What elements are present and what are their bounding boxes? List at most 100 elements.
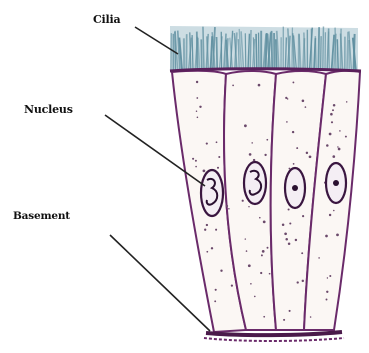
granule [217,167,219,169]
granule [306,152,308,154]
cilium [285,37,286,70]
granule [228,208,230,210]
granule [288,208,290,210]
granule [339,130,341,132]
cilium [323,27,324,70]
granule [263,316,265,318]
granule [195,166,197,168]
granule [329,275,331,277]
granule [251,142,253,144]
granule [245,238,246,239]
granule [264,154,266,156]
cilium [217,37,218,70]
granule [248,264,251,267]
granule [244,124,247,127]
granule [333,210,335,212]
cilium [250,30,251,70]
nucleus [201,170,223,216]
cilium [192,35,193,70]
granule [215,289,217,291]
cilium [318,27,319,70]
granule [302,100,305,103]
granule [254,296,256,298]
granule [336,234,339,237]
nucleus [244,162,266,204]
granule [326,144,329,147]
granule [289,222,291,224]
granule [301,252,303,254]
granule [211,247,213,249]
granule [284,232,287,235]
granule [292,81,294,83]
granule [231,285,233,287]
granule [326,299,328,301]
granule [332,109,334,111]
cilium [203,27,204,70]
cilium [272,31,273,70]
granule [248,206,249,207]
granule [283,319,285,321]
cilium [266,33,267,70]
granule [337,146,338,147]
granule [331,121,333,123]
granule [293,163,295,165]
granule [259,217,261,219]
cilia-label: Cilia [93,13,120,26]
cilium [201,39,202,70]
cilia-layer [170,26,358,70]
granule [285,238,288,241]
cilium [347,32,348,70]
granule [214,300,216,302]
nucleus-label: Nucleus [24,103,73,116]
granule [292,131,294,133]
granule [246,250,248,252]
granule [250,283,252,285]
granule [192,158,194,160]
granule [285,97,287,99]
cilium [197,32,198,70]
granule [288,243,291,246]
granule [338,148,341,151]
granule [263,221,266,224]
granule [267,247,269,249]
granule [206,251,208,253]
granule [289,310,291,312]
granule [282,224,285,227]
cilium [335,28,336,70]
basement-label: Basement [13,210,70,222]
granule [199,106,201,108]
granule [329,133,332,136]
cilium [315,36,316,70]
granule [218,156,220,158]
granule [262,250,265,253]
apical-border [170,69,361,71]
granule [332,155,335,158]
granule [295,239,297,241]
nucleus [285,168,305,208]
granule [346,101,348,103]
cilium [256,34,257,70]
granule [302,280,304,282]
granule [196,111,197,112]
cilium [276,39,277,70]
granule [258,84,261,87]
granule [325,235,328,238]
granule [286,121,288,123]
basement-membrane [204,332,344,341]
granule [216,141,218,143]
granule [232,85,234,87]
granule [220,270,222,272]
granule [302,215,304,217]
granule [326,291,328,293]
granule [330,113,333,116]
granule [296,147,298,149]
granule [318,257,320,259]
granule [327,277,328,278]
granule [215,229,217,231]
nucleus [326,163,346,203]
granule [204,229,206,231]
cilium [329,31,330,70]
granule [329,214,331,216]
